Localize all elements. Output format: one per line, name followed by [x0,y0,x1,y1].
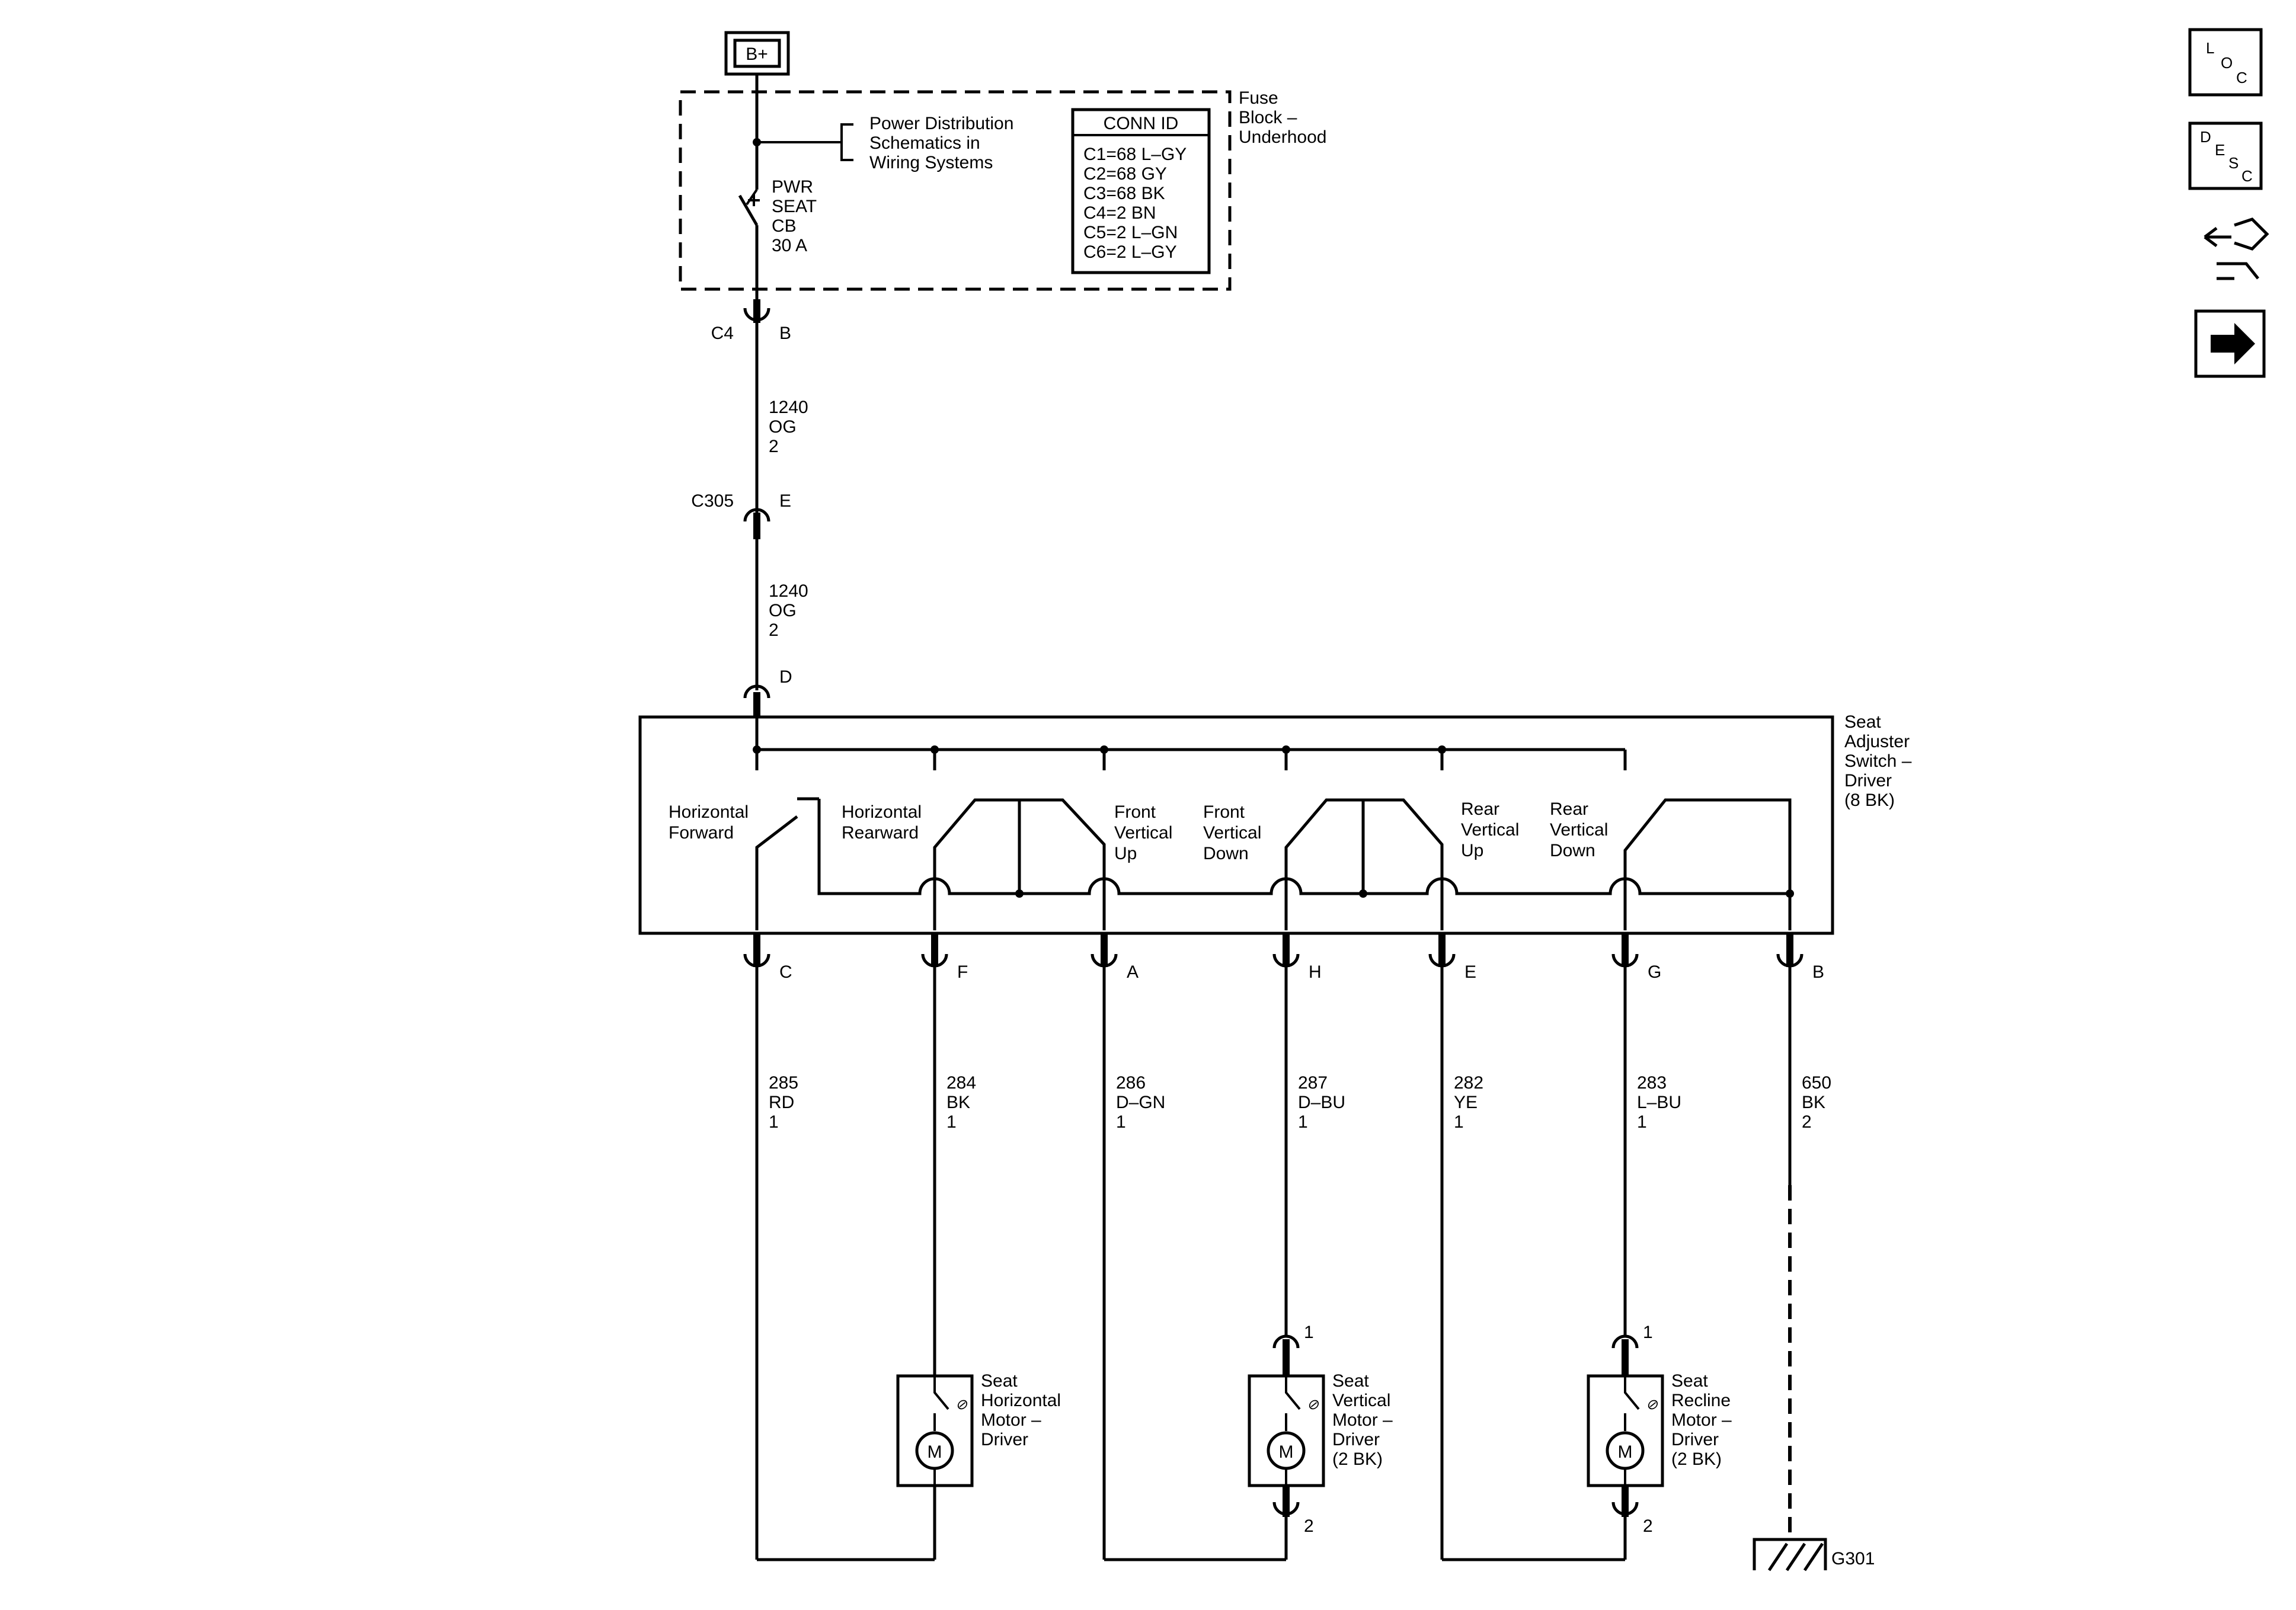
svg-text:E: E [2215,141,2225,159]
svg-text:D: D [2200,128,2211,146]
circuit-287: H 287 D–BU 1 [1272,933,1350,1132]
position-horizontal-forward: Horizontal Forward [669,802,753,843]
seat-vertical-motor: 1 ⊘ M 2 Seat Vertical Motor – Driver (2 … [1248,1323,1398,1536]
svg-text:Seat Adjuster Swit: Seat Adjuster Switch – Driver (8 BK) [1844,712,1917,810]
svg-text:⊘: ⊘ [1646,1397,1658,1413]
position-rear-vertical-up: Rear Vertical Up [1461,799,1524,860]
circuit-285: C 285 RD 1 [743,933,803,1132]
svg-text:G301: G301 [1831,1549,1875,1569]
svg-text:M: M [928,1442,942,1462]
svg-text:284 BK 1: 284 BK 1 [946,1073,981,1132]
svg-text:C: C [2236,69,2247,87]
circuit-284: F 284 BK 1 [921,933,981,1132]
connector-c4: C4 B [711,299,791,343]
svg-text:1: 1 [1304,1323,1314,1342]
svg-text:C4: C4 [711,324,734,343]
svg-text:E: E [779,491,791,511]
wire-1240-upper: 1240 OG 2 [769,398,813,456]
svg-text:C305: C305 [691,491,734,511]
circuit-650: B 650 BK 2 [1776,933,1836,1132]
svg-text:L: L [2206,39,2214,57]
wire-1240-lower: 1240 OG 2 [769,581,813,640]
svg-text:B: B [1812,962,1824,982]
output-circuits: C 285 RD 1 F 284 BK 1 A 286 D–GN [743,933,1836,1561]
svg-text:O: O [2221,54,2233,72]
circuit-282: E 282 YE 1 [1428,933,1488,1132]
svg-text:M: M [1618,1442,1633,1462]
svg-text:650 BK 2: 650 BK 2 [1802,1073,1836,1132]
position-horizontal-rearward: Horizontal Rearward [842,802,926,843]
svg-text:⊘: ⊘ [955,1397,968,1413]
svg-text:286 D–GN 1: 286 D–GN 1 [1116,1073,1171,1132]
svg-text:PWR SEAT CB: PWR SEAT CB 30 A [772,177,821,255]
connector-switch-pin-d: D [743,667,792,717]
svg-text:285 RD 1: 285 RD 1 [769,1073,803,1132]
fuse-block-underhood: Fuse Block – Underhood [679,88,1326,291]
svg-text:F: F [957,962,968,982]
svg-text:C: C [2241,167,2253,185]
svg-text:B+: B+ [746,44,768,64]
svg-text:2: 2 [1643,1516,1653,1536]
svg-text:CONN ID: CONN ID [1104,114,1179,133]
position-front-vertical-up: Front Vertical Up [1114,802,1178,863]
ground-g301: G301 [1753,1538,1875,1571]
svg-text:M: M [1279,1442,1294,1462]
connector-c305: C305 E [691,491,791,539]
seat-horizontal-motor: ⊘ M Seat Horizontal Motor – Driver [896,1371,1066,1487]
fuse-block-label: Fuse Block – Underhood [1239,88,1326,147]
circuit-286: A 286 D–GN 1 [1091,933,1171,1132]
seat-recline-motor: 1 ⊘ M 2 Seat Recline Motor – Driver (2 B… [1587,1323,1737,1536]
loc-icon[interactable]: L O C [2188,28,2263,97]
connector-end-view-icon[interactable] [2204,217,2269,280]
svg-text:283 L–BU 1: 283 L–BU 1 [1637,1073,1686,1132]
next-arrow-icon[interactable] [2194,309,2266,378]
svg-text:Seat Recline Motor: Seat Recline Motor – Driver (2 BK) [1671,1371,1737,1469]
svg-text:C: C [779,962,792,982]
svg-text:A: A [1127,962,1139,982]
battery-positive-source: B+ [724,31,790,76]
svg-text:H: H [1309,962,1322,982]
svg-text:S: S [2228,154,2239,172]
position-front-vertical-down: Front Vertical Down [1203,802,1267,863]
svg-text:1: 1 [1643,1323,1653,1342]
position-rear-vertical-down: Rear Vertical Down [1550,799,1613,860]
svg-text:⊘: ⊘ [1307,1397,1319,1413]
svg-text:Seat Horizontal Mo: Seat Horizontal Motor – Driver [981,1371,1066,1449]
svg-text:E: E [1464,962,1476,982]
svg-text:C1=68 L–GY C2=68 GY: C1=68 L–GY C2=68 GY C3=68 BK C4=2 BN C5=… [1083,145,1191,262]
svg-text:G: G [1648,962,1661,982]
pwr-seat-circuit-breaker: PWR SEAT CB 30 A [738,177,821,308]
power-distribution-reference[interactable]: Power Distribution Schematics in Wiring … [869,114,1019,172]
svg-text:287 D–BU 1: 287 D–BU 1 [1298,1073,1350,1132]
conn-id-table: CONN ID C1=68 L–GY C2=68 GY C3=68 BK C4=… [1071,108,1211,274]
svg-text:Seat Vertical Moto: Seat Vertical Motor – Driver (2 BK) [1332,1371,1398,1469]
circuit-283: G 283 L–BU 1 [1611,933,1686,1132]
svg-text:D: D [779,667,792,687]
svg-text:2: 2 [1304,1516,1314,1536]
svg-text:B: B [779,324,791,343]
svg-text:282 YE 1: 282 YE 1 [1454,1073,1488,1132]
desc-icon[interactable]: D E S C [2188,121,2263,190]
seat-adjuster-switch-driver: Seat Adjuster Switch – Driver (8 BK) [638,712,1917,935]
